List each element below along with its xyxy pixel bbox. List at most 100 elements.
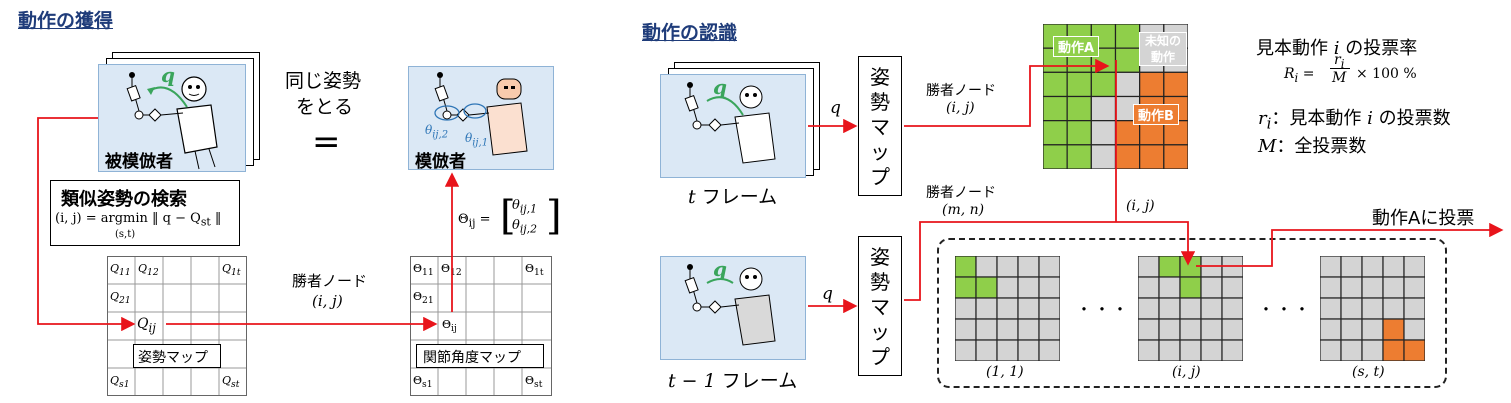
map-label-1-1: (1, 1) [986, 364, 1024, 380]
map-cell [975, 297, 998, 320]
map-cell [1200, 339, 1223, 361]
left-winner-label: 勝者ノード [292, 272, 368, 290]
map-cell [1038, 318, 1060, 341]
joint-cell-T1t: Θ1t [525, 262, 544, 279]
map-cell [1361, 297, 1384, 320]
theta-ij1-label: θij,1 [465, 131, 489, 149]
map-cell [1139, 144, 1165, 169]
frame-t1-card: q [660, 256, 806, 360]
map-cell [1138, 339, 1160, 361]
small-map-st [1320, 256, 1425, 361]
map-cell [1138, 256, 1160, 278]
map-cell [955, 276, 977, 299]
map-cell [1066, 144, 1092, 169]
map-cell [1114, 47, 1141, 73]
left-section-title: 動作の獲得 [18, 10, 114, 32]
pose-cell-Qij: Qij [137, 316, 156, 335]
map-cell [1221, 339, 1243, 361]
map-cell [1200, 276, 1223, 299]
map-cell [1340, 297, 1363, 320]
map-label-s-t: (s, t) [1352, 364, 1385, 380]
map-cell [1340, 318, 1363, 341]
pose-map-grid: Q11 Q12 Q1t Q21 Qij Qs1 Qst 姿勢マップ [107, 256, 247, 396]
map-cell [1066, 71, 1092, 98]
pose-map-char: 勢 [870, 270, 890, 294]
pose-map-char: ッ [870, 140, 890, 164]
map-cell [1361, 256, 1384, 278]
map-cell [1090, 120, 1117, 146]
map-cell [1320, 276, 1342, 299]
map-cell [996, 339, 1019, 361]
map-cell [1403, 276, 1425, 299]
map-cell [975, 339, 998, 361]
map-cell [1017, 318, 1040, 341]
pose-cell-Qst: Qst [222, 374, 240, 391]
map-cell [1038, 256, 1060, 278]
map-cell [1382, 256, 1405, 278]
small-map-ij [1138, 256, 1243, 361]
map-cell [1158, 339, 1181, 361]
joint-cell-T12: Θ12 [441, 262, 462, 279]
pose-cell-Q12: Q12 [138, 262, 159, 279]
map-cell [1200, 318, 1223, 341]
right-section-title: 動作の認識 [642, 22, 738, 44]
map-cell [1179, 256, 1202, 278]
q-label-top: q [830, 98, 841, 118]
action-b-tag: 動作B [1133, 104, 1179, 125]
right-winner-label-bottom: 勝者ノード [926, 185, 996, 201]
frame-t-q: q [713, 75, 727, 99]
q-label-bottom: q [822, 284, 833, 304]
map-cell [1340, 256, 1363, 278]
vote-result-label: 動作Aに投票 [1372, 208, 1475, 229]
left-winner-coords: (i, j) [312, 292, 343, 310]
same-pose-line1: 同じ姿勢 [285, 70, 362, 92]
pose-map-char: プ [870, 165, 890, 189]
map-cell [1361, 276, 1384, 299]
map-cell [1340, 339, 1363, 361]
search-formula-under: (s,t) [115, 229, 136, 240]
search-formula: (i, j) = argmin ‖ q − Qst ‖ [55, 211, 222, 229]
map-cell [996, 256, 1019, 278]
map-cell [1139, 71, 1165, 98]
map-cell [1382, 276, 1405, 299]
map-cell [1114, 24, 1141, 49]
map-cell [1179, 297, 1202, 320]
imitatee-robot-figure [126, 72, 218, 170]
map-cell [975, 276, 998, 299]
same-pose-line2: をとる [296, 96, 354, 118]
frame-t-card: q [660, 74, 806, 178]
map-cell [1114, 71, 1141, 98]
classification-map: 動作A 未知の動作 動作B [1043, 24, 1188, 169]
map-cell [1179, 339, 1202, 361]
pose-map-char: 姿 [870, 245, 890, 269]
joint-map-label-box: 関節角度マップ [416, 344, 544, 368]
map-cell [1090, 144, 1117, 169]
pose-cell-Qs1: Qs1 [110, 374, 130, 391]
map-cell [1043, 144, 1068, 169]
joint-cell-Ts1: Θs1 [413, 374, 433, 391]
map-cell [1163, 144, 1188, 169]
map-cell [1038, 339, 1060, 361]
map-cell [1066, 95, 1092, 122]
map-cell [1017, 256, 1040, 278]
map-cell [1090, 95, 1117, 122]
map-cell [1221, 276, 1243, 299]
map-cell [955, 318, 977, 341]
map-cell [1361, 339, 1384, 361]
joint-angle-map-grid: Θ11 Θ12 Θ1t Θ21 Θij Θs1 Θst 関節角度マップ [410, 256, 552, 396]
joint-cell-Tst: Θst [525, 374, 543, 391]
map-cell [955, 256, 977, 278]
pose-cell-Q1t: Q1t [222, 262, 241, 279]
map-cell [1403, 297, 1425, 320]
map-cell [1114, 144, 1141, 169]
map-cell [1066, 120, 1092, 146]
maps-dashed-container [937, 238, 1447, 388]
map-cell [1017, 297, 1040, 320]
small-map-1 [955, 256, 1060, 361]
pose-map-char: マ [870, 115, 890, 139]
map-cell [1038, 276, 1060, 299]
map-cell [975, 256, 998, 278]
map-cell [1158, 256, 1181, 278]
map-cell [1138, 297, 1160, 320]
map-cell [1382, 318, 1405, 341]
